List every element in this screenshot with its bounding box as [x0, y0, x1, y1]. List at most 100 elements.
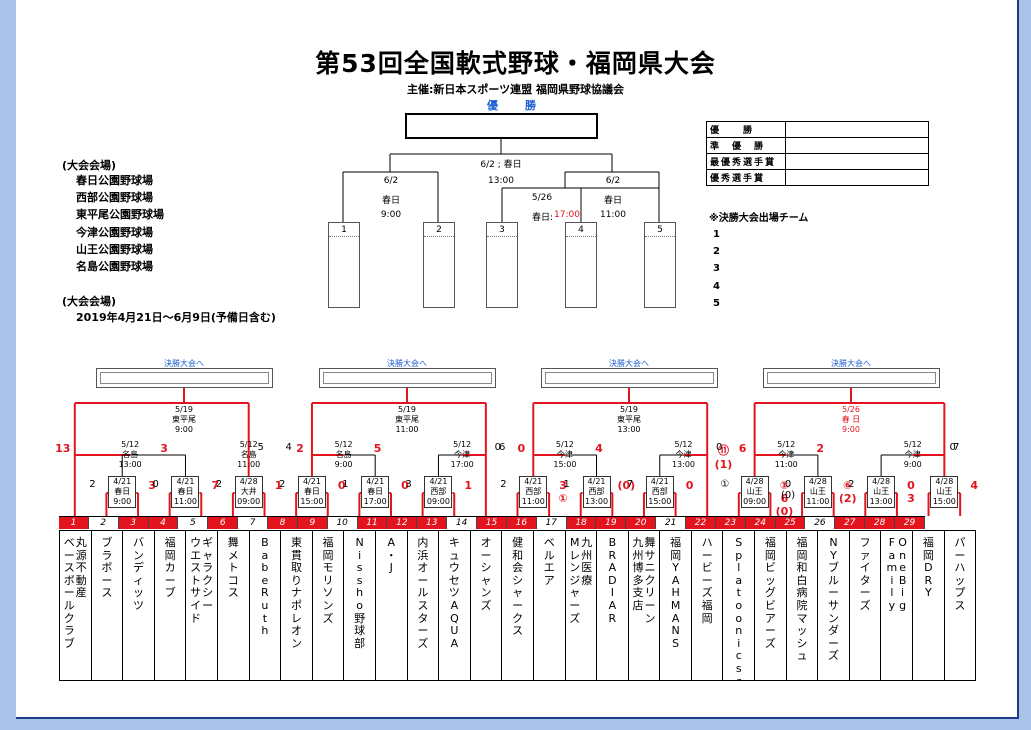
team-name-char: 岡: [322, 548, 334, 562]
team-name-char: i: [737, 636, 741, 650]
team-name-char: ズ: [417, 636, 429, 650]
team-number: 20: [626, 517, 657, 529]
team-name-char: 九: [632, 536, 644, 549]
team-name-char: 医: [581, 561, 593, 575]
final-slot: 3: [486, 222, 518, 308]
team-number: 26: [805, 517, 836, 529]
semifinal-score-right: 0: [494, 442, 502, 453]
second-round-text: 9:00: [903, 460, 922, 469]
team-name-char: バ: [132, 536, 144, 549]
team-name-char: デ: [132, 561, 144, 575]
team-name-char: 和: [796, 561, 808, 575]
team-name-char: ハ: [701, 536, 713, 549]
game-venue: 春日: [303, 487, 320, 496]
second-round-score: 3: [160, 442, 168, 455]
team-name-char: a: [888, 548, 896, 562]
team-name-char: ブ: [828, 561, 840, 575]
team-number: 27: [835, 517, 866, 529]
team-name-char: ュ: [448, 548, 460, 562]
final-slot-number: 5: [645, 225, 675, 237]
team-name-char: o: [356, 598, 363, 612]
team-name-char: ス: [190, 561, 202, 575]
team-name-column: 福岡ビッグビアーズ: [764, 536, 776, 650]
results-row: 優秀選手賞: [706, 169, 929, 186]
second-round-text: 名島: [335, 450, 352, 459]
team-name-column: 福岡カーブ: [164, 536, 176, 600]
team-name-column: 内浜オールスターズ: [417, 536, 429, 650]
game-venue: 春日: [367, 487, 384, 496]
second-round-text: 9:00: [334, 460, 353, 469]
final-right-date: 6/2: [605, 176, 621, 186]
team-name-char: グ: [764, 586, 776, 600]
team-number: 16: [506, 517, 537, 529]
second-round-score: 4: [285, 442, 292, 453]
team-name-char: ズ: [764, 636, 776, 650]
team-name-column: 舞メトコス: [227, 536, 239, 600]
team-name-char: ン: [828, 611, 840, 625]
results-table: 優 勝準 優 勝最優秀選手賞優秀選手賞: [706, 121, 929, 186]
team-name-char: ス: [227, 586, 239, 600]
team-name-char: 白: [796, 573, 808, 587]
team-name-char: ル: [543, 548, 555, 562]
team-name-char: s: [356, 561, 363, 575]
team-name: ブラボース: [92, 531, 124, 680]
team-number: 2: [89, 517, 119, 529]
second-round-text: 今津: [454, 450, 471, 459]
team-name-column: 丸源不動産: [75, 536, 87, 600]
team-name-char: ー: [764, 624, 776, 638]
team-name-char: ド: [190, 611, 202, 625]
team-number: 14: [447, 517, 478, 529]
team-name-char: ラ: [101, 548, 113, 562]
second-round-text: 5/12: [903, 440, 922, 449]
team-name-char: ク: [63, 611, 75, 625]
team-name-char: 産: [75, 586, 87, 600]
team-name-char: Y: [672, 561, 679, 575]
second-round-text: 今津: [904, 450, 921, 459]
first-round-score-left: 2: [500, 479, 507, 490]
team-name-char: サ: [190, 586, 202, 600]
team-name-char: 院: [796, 598, 808, 612]
team-name-char: ポ: [290, 598, 302, 612]
team-name-char: a: [735, 573, 743, 587]
to-finals-label: 決勝大会へ: [609, 359, 649, 368]
team-name: 福岡モリソンズ: [313, 531, 345, 680]
team-name-char: レ: [290, 611, 302, 625]
team-name-char: イ: [859, 561, 871, 575]
team-name-column: 福岡和白病院マッシュ: [796, 536, 808, 663]
team-number: 12: [387, 517, 418, 529]
team-name-char: カ: [164, 561, 176, 575]
team-name-char: ク: [644, 573, 656, 587]
team-name: 丸源不動産ベースボールクラブ: [60, 531, 92, 680]
team-name-char: ラ: [202, 561, 214, 575]
first-round-score-left: 2: [848, 479, 855, 490]
team-name-char: N: [829, 536, 838, 549]
team-name: 福岡和白病院マッシュ: [787, 531, 819, 680]
first-round-score-left: 7: [626, 479, 634, 490]
finals-team-number: 1: [713, 229, 720, 240]
final-slot-number: 4: [566, 225, 596, 237]
semifinal-line: 春 日: [841, 415, 861, 424]
team-name-char: R: [608, 611, 617, 625]
game-venue: 山王: [809, 487, 826, 496]
team-name-char: U: [450, 624, 459, 638]
team-name-char: ン: [132, 548, 144, 562]
team-name-char: 州: [632, 548, 644, 562]
team-name-char: e: [899, 561, 906, 575]
second-round-text: 今津: [556, 450, 573, 459]
team-name-char: 和: [512, 548, 524, 562]
second-round-text: 5/12: [334, 440, 353, 449]
final-top-time: 13:00: [488, 176, 514, 186]
team-name-char: y: [888, 598, 896, 612]
team-name-char: s: [735, 661, 742, 675]
team-name-char: ボ: [101, 561, 113, 575]
final-mid-venue: 春日:: [531, 213, 553, 223]
final-left-date: 6/2: [383, 176, 399, 186]
second-round-score: 2: [816, 442, 825, 455]
